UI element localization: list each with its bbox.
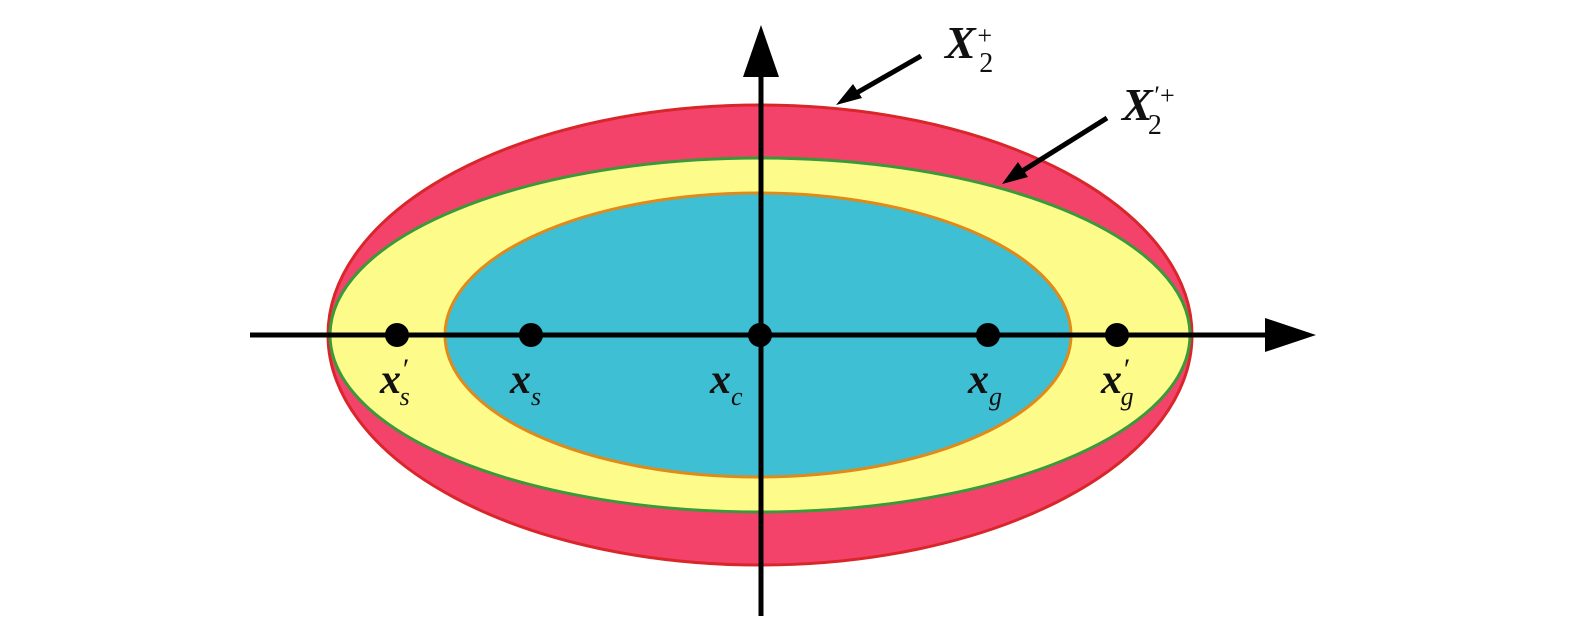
middle-region-pointer-head [1002,162,1028,184]
outer-region-pointer [844,53,923,102]
middle-region-label: X′+2 [1120,79,1176,141]
point-xs-dot [519,323,543,347]
point-xs-prime-dot [385,323,409,347]
outer-region-label: X+2 [943,17,993,79]
point-label-xc: xc [709,357,743,411]
vertical-axis-arrowhead [743,25,779,77]
point-xg-prime-dot [1105,323,1129,347]
point-xc-dot [748,323,772,347]
point-label-xg: xg [967,357,1002,411]
point-xg-dot [976,323,1000,347]
outer-region-pointer-head [836,84,862,105]
middle-region-pointer [1014,115,1109,178]
point-label-xg-prime: x′g [1100,353,1134,411]
point-label-xs-prime: x′s [379,353,410,411]
horizontal-axis-arrowhead [1265,318,1316,352]
point-label-xs: xs [509,357,541,411]
